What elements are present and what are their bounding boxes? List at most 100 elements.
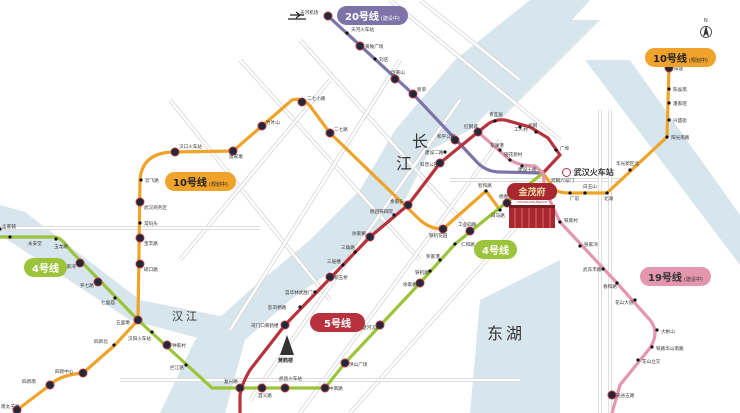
station-line-4[interactable]: 中南路 — [320, 383, 343, 393]
station-line-10[interactable]: 硚口路 — [135, 259, 158, 273]
station-line-19[interactable]: 建设十路 — [518, 164, 537, 173]
station-line-10[interactable]: 四新中心 — [55, 368, 88, 378]
station-line-5[interactable]: 三角路 — [341, 244, 357, 254]
station-line-4[interactable]: 工业四路 — [458, 221, 477, 236]
station-line-5[interactable]: 杨园铁四院 — [370, 208, 396, 217]
station-line-5[interactable]: 昙华林武胜门 — [285, 289, 317, 296]
river-east — [585, 60, 740, 265]
station-line-10[interactable]: 华光新区北 — [616, 160, 639, 172]
station-line-10[interactable]: 智和路 — [478, 182, 492, 193]
station-line-5[interactable]: 科普公园 — [420, 158, 445, 168]
station-line-5[interactable]: 积玉桥 — [325, 272, 348, 282]
station-dot-icon — [341, 263, 345, 267]
station-line-10[interactable]: 武汉商务区 — [135, 197, 167, 211]
station-line-10[interactable]: 唐家墩 — [228, 146, 243, 160]
line-20-badge[interactable]: 20号线(建设中) — [337, 6, 408, 25]
station-line-4[interactable]: 洪山广场 — [340, 358, 368, 368]
station-line-4[interactable]: 王家湾 — [62, 258, 85, 270]
station-line-10[interactable]: 潘家咀 — [667, 100, 687, 107]
line-4-badge-east[interactable]: 4号线 — [474, 240, 517, 259]
station-line-4[interactable]: 永安堂 — [8, 235, 42, 247]
station-line-19[interactable]: 花山立交 — [636, 358, 661, 365]
station-line-20[interactable]: 黄陂广场 — [355, 41, 384, 51]
station-line-5[interactable]: 和平公园 — [437, 133, 460, 145]
station-line-20[interactable]: 天河火车站 — [345, 26, 374, 35]
station-line-4[interactable]: 汉阳火车站 — [128, 330, 154, 342]
line-4-label: 4号线 — [482, 246, 509, 257]
station-line-5[interactable]: 红钢城 — [464, 123, 483, 137]
station-line-5[interactable]: 彭刘杨路 — [268, 304, 302, 311]
station-line-19[interactable]: 钢花新村 — [504, 151, 523, 162]
station-line-4[interactable]: 武昌火车站 — [279, 375, 302, 393]
station-line-20[interactable]: 岱黄山 — [390, 69, 405, 84]
station-line-4[interactable]: 拦江路 — [170, 363, 188, 371]
line-10-badge-east[interactable]: 10号线(规划中) — [645, 48, 716, 67]
station-name: 南太子湖 — [1, 403, 20, 410]
station-line-10[interactable]: 五里墩 — [116, 315, 143, 326]
station-line-10[interactable]: 竹叶山 — [257, 119, 280, 131]
station-line-4[interactable]: 孟家铺 — [0, 223, 16, 231]
line-20-track[interactable] — [326, 14, 545, 175]
station-line-10[interactable]: 白马路 — [491, 208, 505, 219]
station-line-19[interactable]: 武东市路 — [583, 266, 605, 273]
station-line-19[interactable]: 光谷五路 — [607, 390, 635, 400]
station-line-4[interactable]: 七里庙 — [101, 296, 117, 306]
line-4-badge-west[interactable]: 4号线 — [24, 258, 67, 277]
station-line-4[interactable]: 徐家棚 — [403, 278, 425, 288]
station-line-19[interactable]: 大彬山 — [655, 328, 675, 335]
station-line-4[interactable]: 铁机路 — [415, 269, 432, 276]
station-line-19[interactable]: 东湖港 — [490, 142, 504, 152]
station-line-10[interactable]: 厂前 — [568, 191, 580, 202]
station-line-10[interactable]: 南太子湖 — [1, 403, 22, 413]
station-line-20[interactable]: 新荣 — [408, 86, 427, 99]
station-name: 武汉商务区 — [144, 204, 167, 211]
station-line-4[interactable]: 首义路 — [257, 383, 272, 399]
station-line-5[interactable]: 徐家棚 — [352, 230, 375, 242]
station-line-5[interactable]: 青宜居 — [489, 111, 503, 123]
station-line-10[interactable]: 二七路 — [325, 126, 348, 138]
station-line-4[interactable]: 钟家村 — [162, 340, 186, 350]
station-line-19[interactable]: 春和路 — [603, 281, 619, 290]
station-line-5[interactable]: 司门口黄鹤楼 — [251, 320, 290, 330]
station-line-4[interactable]: 罗七路 — [80, 277, 103, 289]
station-line-10[interactable]: 白玉山 — [583, 183, 597, 195]
station-line-5[interactable]: 三层楼 — [327, 258, 345, 267]
station-line-5[interactable]: 建设二路 — [425, 149, 447, 156]
station-line-10[interactable]: 宝丰路 — [135, 233, 158, 247]
yellow-crane-tower-icon — [280, 335, 294, 355]
project-landmark[interactable]: 金茂府 CHUANGSHI PALACE — [507, 183, 557, 228]
station-line-4[interactable]: 仁和路 — [453, 241, 475, 248]
station-line-4[interactable]: 楚河汉街 — [362, 320, 385, 331]
station-line-5[interactable]: 余家头 — [390, 198, 413, 210]
station-line-10[interactable]: 四新北 — [94, 338, 116, 347]
station-dot-icon — [508, 158, 512, 162]
station-line-19[interactable]: 铁路华山南路 — [650, 345, 684, 352]
line-19-badge[interactable]: 19号线(建设中) — [640, 267, 711, 286]
station-line-10[interactable]: 铁机花园 — [429, 224, 448, 239]
station-line-10[interactable]: 北湖 — [604, 191, 614, 202]
station-line-10[interactable]: 云飞路 — [139, 177, 159, 184]
station-line-19[interactable]: 花山大道 — [615, 298, 637, 306]
station-line-10[interactable]: 二七小路 — [297, 95, 326, 107]
station-line-19[interactable]: 张家湾 — [578, 241, 598, 248]
line-5-badge[interactable]: 5号线 — [310, 313, 365, 332]
station-line-10[interactable]: 陈侯南 — [667, 86, 687, 93]
station-line-10[interactable]: 阳光南路 — [665, 134, 690, 141]
wuhan-railway-station-label[interactable]: 武汉火车站 — [562, 167, 614, 178]
station-line-19[interactable]: 铁箕村 — [558, 217, 578, 224]
station-line-5[interactable]: 工人村 — [514, 125, 528, 133]
station-line-10[interactable]: 常码头 — [138, 220, 158, 227]
station-line-10[interactable]: 汉口火车站 — [170, 143, 202, 157]
station-line-4[interactable]: 玉龙路 — [54, 237, 68, 250]
station-line-10[interactable]: 兴盛街 — [667, 117, 687, 124]
station-line-5[interactable]: 广埠 — [554, 145, 570, 152]
station-line-20[interactable]: 天河机场 — [300, 9, 333, 21]
station-line-5[interactable]: 武钢 — [528, 122, 538, 134]
station-line-20[interactable]: 刘店 — [373, 56, 389, 63]
station-line-4[interactable]: 复兴路 — [224, 378, 245, 393]
station-line-4[interactable]: 罗家港 — [426, 253, 442, 262]
line-10-badge-west[interactable]: 10号线(规划中) — [165, 172, 236, 191]
station-line-10[interactable]: 四新南 — [22, 378, 55, 390]
